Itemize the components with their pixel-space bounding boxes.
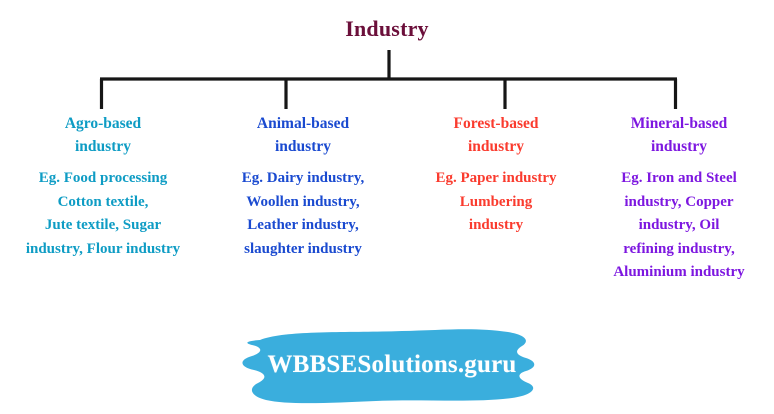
page-title: Industry [345,16,429,41]
watermark-brushstroke-shape [242,329,535,404]
branch-heading: Forest-based industry [453,115,539,155]
branch-examples: Eg. Dairy industry, Woollen industry, Le… [241,170,365,257]
branch-mineral-based: Mineral-based industry Eg. Iron and Stee… [584,112,774,285]
branch-examples: Eg. Iron and Steel industry, Copper indu… [613,170,745,280]
branch-forest-based: Forest-based industry Eg. Paper industry… [410,112,582,238]
branch-animal-based: Animal-based industry Eg. Dairy industry… [210,112,396,261]
branch-examples: Eg. Food processing Cotton textile, Jute… [25,170,181,257]
branch-heading: Agro-based industry [64,115,142,155]
branch-columns: Agro-based industry Eg. Food processing … [0,112,774,285]
branch-examples: Eg. Paper industry Lumbering industry [435,170,557,233]
watermark-badge: WBBSESolutions.guru [226,324,558,406]
branch-heading: Animal-based industry [256,115,350,155]
branch-heading: Mineral-based industry [630,115,728,155]
branch-agro-based: Agro-based industry Eg. Food processing … [0,112,206,261]
watermark-text: WBBSESolutions.guru [267,351,517,378]
